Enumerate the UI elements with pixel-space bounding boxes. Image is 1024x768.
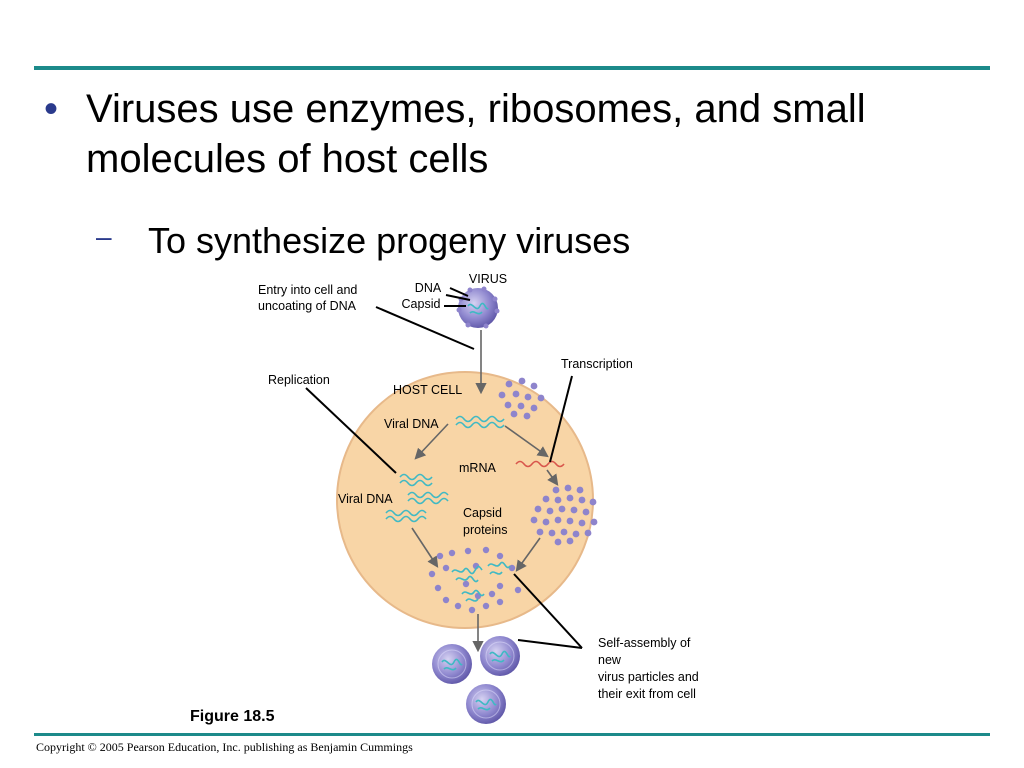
virus-particle-icon: [465, 683, 507, 725]
top-rule: [34, 66, 990, 70]
label-virus: VIRUS: [469, 272, 507, 286]
virus-particle-icon: [431, 643, 473, 685]
label-replication: Replication: [268, 373, 330, 387]
label-viral-dna-2: Viral DNA: [338, 492, 393, 506]
bullet-dot-icon: •: [44, 87, 59, 131]
bullet-sub-text: To synthesize progeny viruses: [148, 220, 631, 261]
label-capsid-proteins-2: proteins: [463, 523, 507, 537]
label-host-cell: HOST CELL: [393, 383, 462, 397]
label-self-assembly-3: virus particles and: [598, 670, 699, 684]
label-viral-dna-1: Viral DNA: [384, 417, 439, 431]
label-mrna: mRNA: [459, 461, 496, 475]
label-self-assembly-2: new: [598, 653, 622, 667]
label-dna: DNA: [415, 281, 442, 295]
label-capsid: Capsid: [402, 297, 441, 311]
copyright-notice: Copyright © 2005 Pearson Education, Inc.…: [36, 740, 413, 754]
label-self-assembly-1: Self-assembly of: [598, 636, 691, 650]
label-capsid-proteins-1: Capsid: [463, 506, 502, 520]
virus-particle-icon: [479, 635, 521, 677]
dash-icon: –: [96, 221, 112, 252]
figure-caption: Figure 18.5: [190, 708, 275, 725]
bullet-main-text: Viruses use enzymes, ribosomes, and smal…: [86, 87, 866, 181]
label-transcription: Transcription: [561, 357, 633, 371]
label-entry-2: uncoating of DNA: [258, 299, 357, 313]
label-entry-1: Entry into cell and: [258, 283, 357, 297]
virus-particle-icon: [456, 286, 500, 329]
bottom-rule: [34, 733, 990, 736]
label-self-assembly-4: their exit from cell: [598, 687, 696, 701]
